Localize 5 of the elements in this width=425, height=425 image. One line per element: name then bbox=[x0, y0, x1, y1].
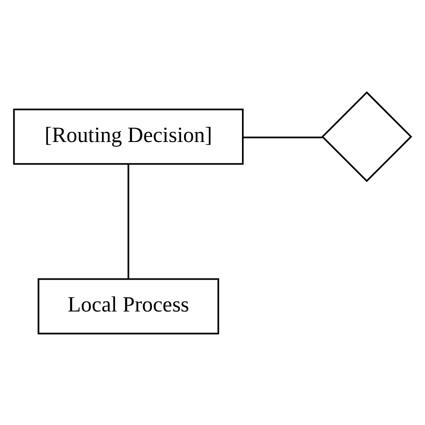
connector bbox=[243, 136, 323, 138]
node-diamond bbox=[321, 90, 412, 182]
node-box: [Routing Decision] bbox=[13, 108, 244, 164]
connector bbox=[128, 163, 130, 278]
node-box: Local Process bbox=[38, 278, 220, 334]
